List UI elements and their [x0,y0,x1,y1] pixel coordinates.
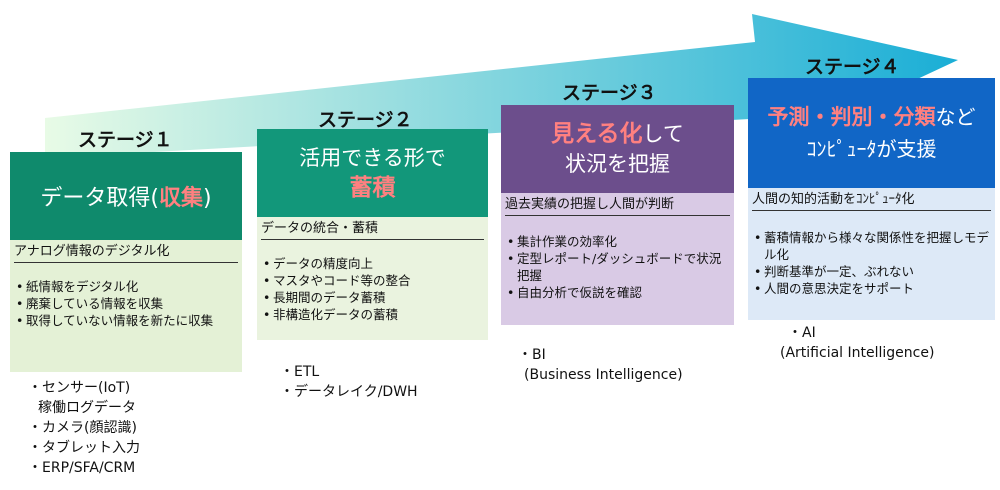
stage-2-title-highlight: 蓄積 [349,175,396,201]
list-item: マスタやコード等の整合 [263,272,482,289]
list-item: 自由分析で仮説を確認 [507,284,728,301]
stage-2-bullets: データの精度向上 マスタやコード等の整合 長期間のデータ蓄積 非構造化データの蓄… [257,255,488,323]
stage-4-bullets: 蓄積情報から様々な関係性を把握しモデル化 判断基準が一定、ぶれない 人間の意思決… [748,229,995,297]
tool-item: (Business Intelligence) [524,367,683,383]
stage-2-tools: ・ETL ・データレイク/DWH [280,362,418,402]
stage-3-panel: 過去実績の把握し人間が判断 集計作業の効率化 定型レポート/ダッシュボードで状況… [501,193,734,325]
list-item: 取得していない情報を新たに収集 [16,312,236,329]
stage-1-title-highlight: 収集 [158,186,203,211]
tool-item: ・AI [788,325,816,341]
stage-3-bullets: 集計作業の効率化 定型レポート/ダッシュボードで状況把握 自由分析で仮説を確認 [501,233,734,301]
stage-2-panel: データの統合・蓄積 データの精度向上 マスタやコード等の整合 長期間のデータ蓄積… [257,217,488,340]
list-item: 長期間のデータ蓄積 [263,289,482,306]
list-item: 定型レポート/ダッシュボードで状況把握 [507,250,728,284]
stage-4-label: ステージ４ [805,56,900,78]
stage-2-title: 活用できる形で 蓄積 [257,129,488,217]
list-item: 蓄積情報から様々な関係性を把握しモデル化 [754,229,989,263]
list-item: 集計作業の効率化 [507,233,728,250]
stage-1-panel: アナログ情報のデジタル化 紙情報をデジタル化 廃棄している情報を収集 取得してい… [10,240,242,372]
stage-4-subheading: 人間の知的活動をｺﾝﾋﾟｭｰﾀ化 [752,191,991,211]
stage-1-bullets: 紙情報をデジタル化 廃棄している情報を収集 取得していない情報を新たに収集 [10,278,242,329]
tool-item: ・カメラ(顔認識) [28,420,137,436]
stage-2-subheading: データの統合・蓄積 [261,220,484,240]
tool-item: ・ERP/SFA/CRM [28,460,136,476]
tool-item: ・ETL [280,364,320,380]
list-item: 判断基準が一定、ぶれない [754,263,989,280]
tool-item: ・センサー(IoT) [28,380,131,396]
stage-3-subheading: 過去実績の把握し人間が判断 [505,196,730,216]
progress-arrow-shape [45,14,958,158]
tool-item: (Artificial Intelligence) [780,345,935,361]
list-item: 非構造化データの蓄積 [263,306,482,323]
tool-item: ・タブレット入力 [28,440,140,456]
stage-1-subheading: アナログ情報のデジタル化 [14,243,238,263]
stage-4-tools: ・AI (Artificial Intelligence) [780,323,934,363]
stage-4-panel: 人間の知的活動をｺﾝﾋﾟｭｰﾀ化 蓄積情報から様々な関係性を把握しモデル化 判断… [748,188,995,320]
stage-1-label: ステージ１ [78,129,173,151]
list-item: データの精度向上 [263,255,482,272]
stage-1-title: データ取得(収集) [10,152,242,240]
stage-3-tools: ・BI (Business Intelligence) [518,345,683,385]
list-item: 廃棄している情報を収集 [16,295,236,312]
stage-4-title-highlight: 予測・判別・分類 [767,105,936,129]
tool-item: ・データレイク/DWH [280,384,418,400]
stage-3-title: 見える化して 状況を把握 [501,105,734,193]
tool-item: ・BI [518,347,546,363]
stage-1-tools: ・センサー(IoT) 稼働ログデータ ・カメラ(顔認識) ・タブレット入力 ・E… [28,378,140,478]
stage-3-label: ステージ３ [562,82,657,104]
stage-2-label: ステージ２ [318,109,413,131]
list-item: 人間の意思決定をサポート [754,280,989,297]
tool-item: 稼働ログデータ [38,400,136,416]
list-item: 紙情報をデジタル化 [16,278,236,295]
stage-3-title-highlight: 見える化 [551,121,643,147]
stage-4-title: 予測・判別・分類など ｺﾝﾋﾟｭｰﾀが支援 [748,78,995,188]
